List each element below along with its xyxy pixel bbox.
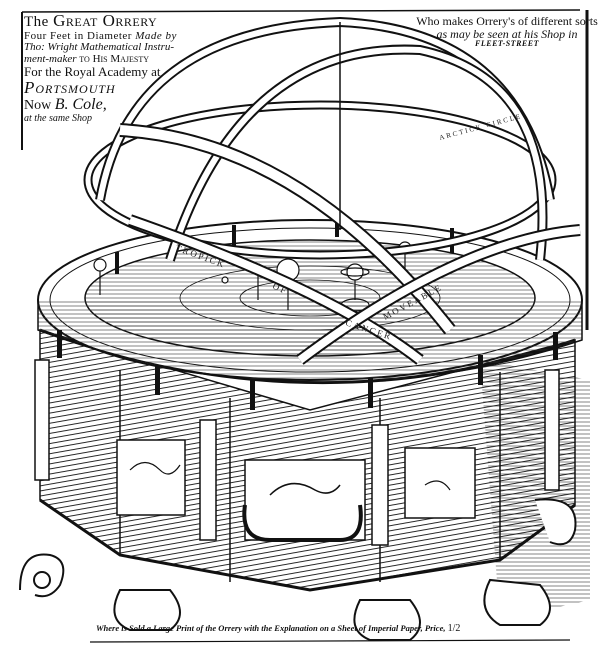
- title: Great Orrery: [53, 11, 158, 30]
- title-line-6: Portsmouth: [24, 78, 116, 98]
- title-block: The Great Orrery Four Feet in Diameter M…: [24, 12, 204, 124]
- title-line-3: Tho: Wright Mathematical Instru-: [24, 41, 175, 54]
- advert-line-1: Who makes Orrery's of different sorts: [416, 14, 598, 28]
- title-line-5: For the Royal Academy at: [24, 64, 161, 80]
- advert-block: Who makes Orrery's of different sorts as…: [412, 15, 600, 49]
- advert-line-2: as may be seen at his Shop in: [436, 26, 578, 41]
- plate-border: [21, 9, 589, 643]
- title-line-8: at the same Shop: [24, 112, 93, 124]
- title-line-2-italic: Made by: [135, 29, 177, 42]
- scroll-feet: [19, 498, 577, 641]
- title-line-2: Four Feet in Diameter: [24, 29, 132, 42]
- title-line-4-italic: ment-maker: [24, 52, 77, 65]
- title-line-4: to His Majesty: [79, 52, 150, 65]
- panel-center: [244, 459, 366, 541]
- drawer-handle: [242, 504, 363, 542]
- caption-text: Where is Sold a Large Print of the Orrer…: [96, 623, 446, 633]
- title-prefix: The: [24, 14, 49, 30]
- title-line-7-prefix: Now: [24, 97, 52, 113]
- panel-taurus: [116, 439, 186, 516]
- advert-line-3: FLEET-STREET: [475, 39, 539, 49]
- maker-name: B. Cole,: [54, 95, 107, 113]
- panel-right: [404, 447, 476, 519]
- octagonal-base: [34, 328, 576, 592]
- caption: Where is Sold a Large Print of the Orrer…: [96, 623, 460, 634]
- armillary-rings: [83, 16, 581, 365]
- caption-price: 1/2: [447, 623, 461, 634]
